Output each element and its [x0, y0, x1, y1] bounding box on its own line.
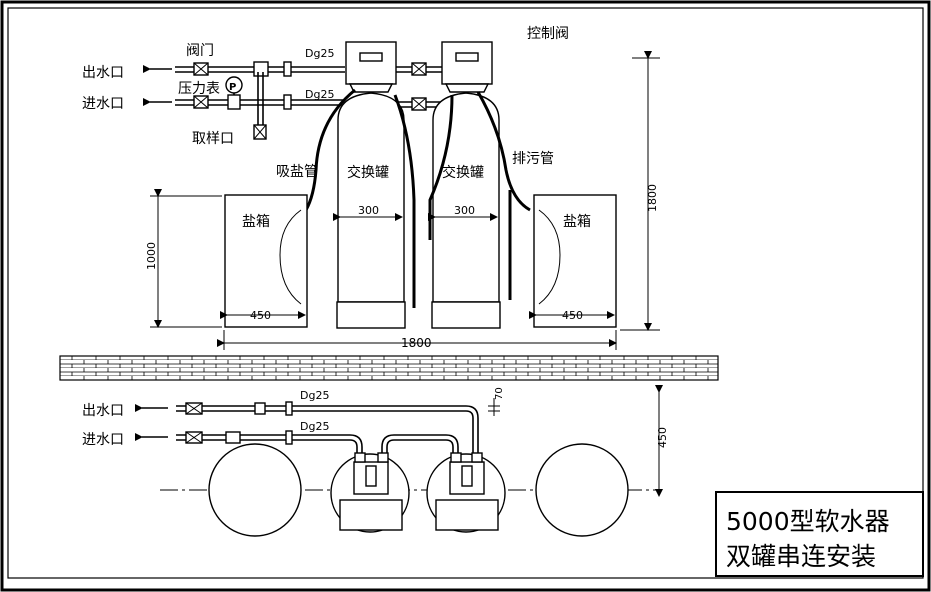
exchange-tank-plan-right [426, 452, 506, 533]
inner-border [7, 7, 924, 579]
inlet-label-top: 进水口 [82, 96, 124, 112]
dim-1800-height: 1800 [646, 184, 659, 212]
drain-pipe-inner [428, 94, 454, 240]
title-line-1: 5000型软水器 [726, 507, 890, 536]
control-valve-label: 控制阀 [527, 26, 569, 42]
outlet-pipe-plan [176, 401, 479, 455]
inlet-label-bottom: 进水口 [82, 432, 124, 448]
sampling-port-label: 取样口 [192, 131, 234, 147]
dg25-label-a: Dg25 [305, 47, 334, 60]
drain-pipe [476, 91, 531, 212]
pressure-gauge-label: 压力表 [178, 81, 220, 97]
dg25-label-d: Dg25 [300, 420, 329, 433]
dim-1800-width: 1800 [401, 336, 432, 350]
dim-450-plan: 450 [656, 427, 669, 448]
dim-450-right: 450 [562, 309, 583, 322]
control-valve-right [441, 41, 493, 93]
exchange-tank-right-label: 交换罐 [442, 164, 484, 181]
inlet-pipe-top [175, 76, 345, 140]
exchange-tank-left-label: 交换罐 [347, 164, 389, 181]
exchange-tank-left [336, 92, 406, 329]
salt-box-plan-right [535, 443, 629, 537]
dim-300-left: 300 [358, 204, 379, 217]
outlet-label-top: 出水口 [82, 65, 124, 81]
exchange-tank-right [431, 92, 501, 329]
dg25-label-c: Dg25 [300, 389, 329, 402]
dim-300-right: 300 [454, 204, 475, 217]
salt-box-left-label: 盐箱 [242, 214, 270, 230]
pressure-gauge-icon [225, 76, 243, 94]
gauge-symbol: P [229, 82, 236, 93]
drain-pipe-label: 排污管 [512, 151, 554, 167]
brine-pipe-label: 吸盐管 [276, 164, 318, 180]
brine-pipe-inner [393, 94, 416, 308]
inlet-pipe-plan [176, 430, 459, 455]
dg25-label-b: Dg25 [305, 88, 334, 101]
exchange-tank-plan-left [330, 452, 410, 533]
control-valve-left [345, 41, 397, 93]
title-line-2: 双罐串连安装 [726, 542, 876, 571]
valve-label: 阀门 [186, 43, 214, 59]
salt-box-plan-left [208, 443, 302, 537]
title-block [715, 491, 924, 577]
dim-450-left: 450 [250, 309, 271, 322]
dim-70: 70 [494, 387, 505, 400]
brick-floor [59, 355, 719, 381]
brine-suction-pipe [304, 88, 356, 211]
salt-box-right-label: 盐箱 [563, 214, 591, 230]
outlet-label-bottom: 出水口 [82, 403, 124, 419]
salt-box-right [533, 194, 617, 328]
salt-box-left [224, 194, 308, 328]
outlet-pipe-top [175, 61, 345, 136]
dim-1000: 1000 [145, 242, 158, 270]
